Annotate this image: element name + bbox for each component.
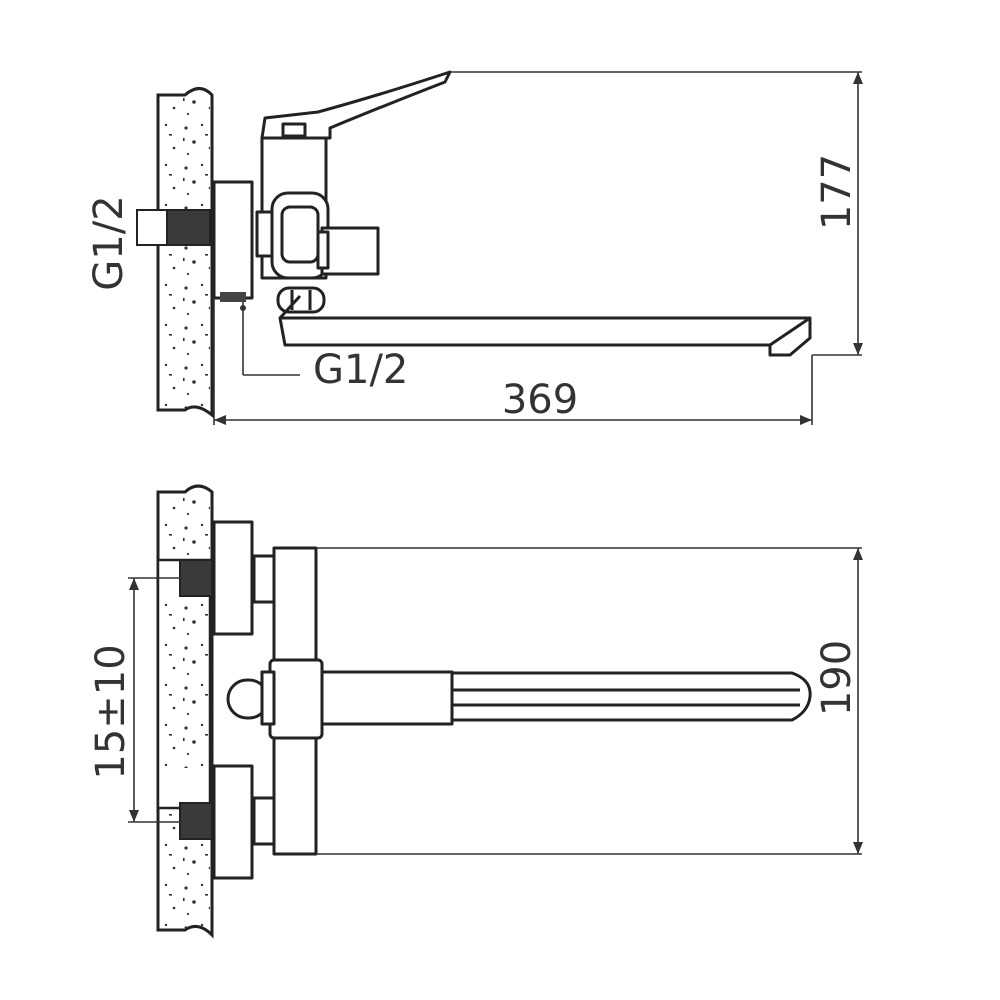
spout-side (278, 316, 812, 357)
length-dimension-side (213, 298, 813, 425)
width-dimension-label: 190 (814, 640, 860, 716)
top-view: 190 15±10 (88, 484, 863, 939)
side-view: 177 369 G1/2 G1/2 (86, 70, 863, 425)
wall-flange-top-upper (212, 520, 254, 636)
inlet-pipe-top-lower (179, 802, 213, 840)
height-dimension-label: 177 (814, 154, 860, 230)
wall-texture-side (160, 98, 210, 408)
inlet-pipe-top-upper (179, 559, 213, 597)
wall-flange-top-lower (212, 764, 254, 880)
inlet-thread-label: G1/2 (86, 195, 132, 290)
spout-top (438, 671, 812, 722)
lever-handle-side (260, 70, 452, 140)
width-dimension-top (316, 547, 863, 855)
length-dimension-label: 369 (502, 377, 578, 423)
diverter-knob-side (320, 226, 380, 276)
height-dimension-side (450, 71, 863, 356)
outlet-thread-label: G1/2 (313, 347, 408, 393)
wall-flange-side (212, 180, 254, 300)
center-distance-dimension-top (128, 577, 182, 823)
center-distance-label: 15±10 (88, 644, 134, 779)
